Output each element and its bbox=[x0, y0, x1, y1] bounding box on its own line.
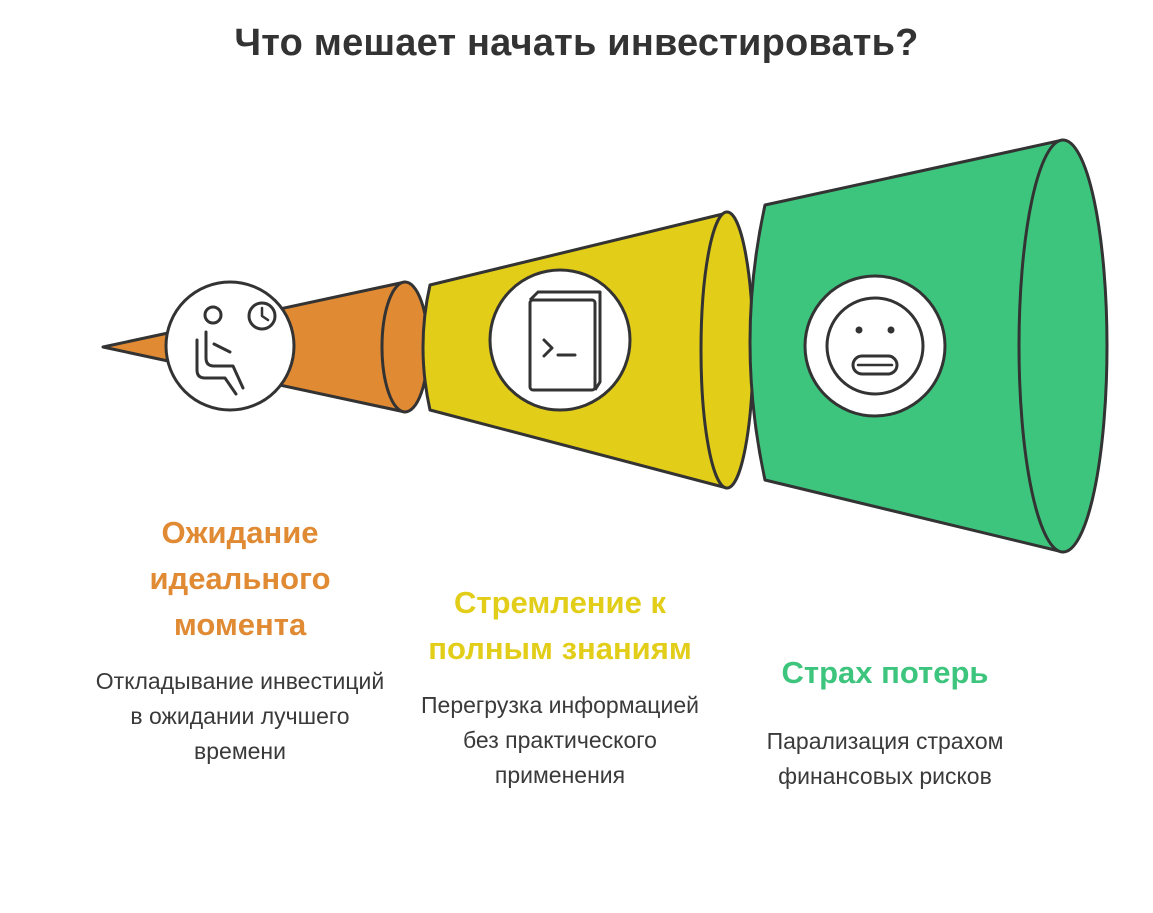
cone-end-3 bbox=[1017, 138, 1109, 554]
stage-label-1: Ожидание идеального момента Откладывание… bbox=[90, 510, 390, 769]
cone-end-2 bbox=[699, 210, 755, 490]
stage-description-1: Откладывание инвестиций в ожидании лучше… bbox=[95, 668, 385, 764]
stage-label-3: Страх потерь Парализация страхом финансо… bbox=[740, 650, 1030, 794]
stage-description-3: Парализация страхом финансовых рисков bbox=[766, 728, 1004, 789]
scared-face-icon bbox=[803, 274, 947, 418]
stage-description-2: Перегрузка информацией без практического… bbox=[421, 692, 699, 788]
stage-title-2: Стремление к полным знаниям bbox=[428, 585, 692, 666]
book-icon bbox=[488, 268, 632, 412]
waiting-person-clock-icon bbox=[164, 280, 296, 412]
stage-title-1: Ожидание идеального момента bbox=[149, 515, 331, 642]
cone-end-1 bbox=[380, 280, 430, 414]
diagram-title: Что мешает начать инвестировать? bbox=[234, 22, 919, 64]
stage-label-2: Стремление к полным знаниям Перегрузка и… bbox=[410, 580, 710, 793]
stage-title-3: Страх потерь bbox=[781, 655, 989, 690]
